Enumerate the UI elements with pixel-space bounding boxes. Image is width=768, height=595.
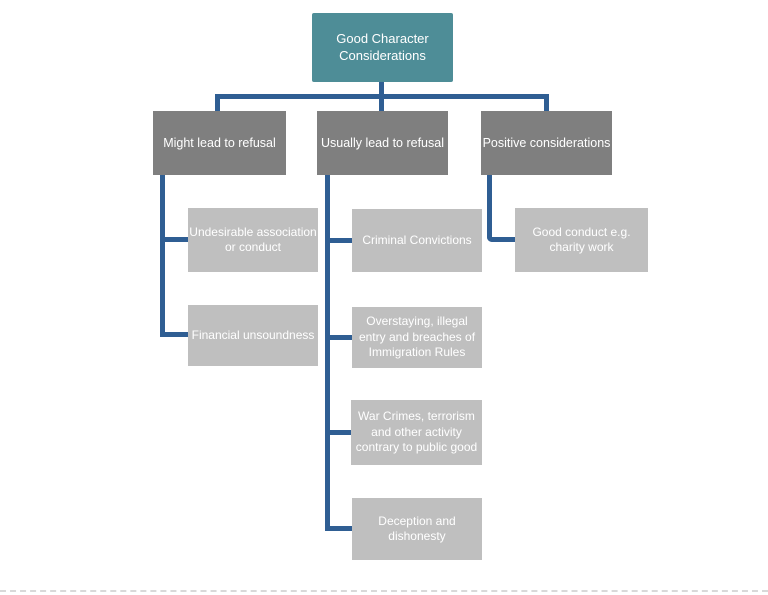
connector-might-stub-1 — [160, 237, 188, 242]
connector-drop-positive — [544, 94, 549, 111]
connector-usually-stub-4 — [325, 526, 352, 531]
node-positive-considerations: Positive considerations — [481, 111, 612, 175]
node-overstaying-illegal-entry: Overstaying, illegal entry and breaches … — [352, 307, 482, 368]
node-deception-dishonesty: Deception and dishonesty — [352, 498, 482, 560]
connector-usually-vertical — [325, 175, 330, 531]
node-good-character-considerations: Good Character Considerations — [312, 13, 453, 82]
connector-might-stub-2 — [160, 332, 188, 337]
node-financial-unsoundness: Financial unsoundness — [188, 305, 318, 366]
connector-usually-stub-3 — [325, 430, 352, 435]
connector-top-horizontal — [215, 94, 549, 99]
page-edge-line — [0, 590, 768, 592]
node-undesirable-association: Undesirable association or conduct — [188, 208, 318, 272]
node-good-conduct-charity: Good conduct e.g. charity work — [515, 208, 648, 272]
connector-drop-might — [215, 94, 220, 111]
connector-might-vertical — [160, 175, 165, 337]
connector-usually-stub-2 — [325, 335, 352, 340]
connector-positive-elbow — [487, 175, 515, 242]
connector-usually-stub-1 — [325, 238, 352, 243]
node-usually-lead-to-refusal: Usually lead to refusal — [317, 111, 448, 175]
node-criminal-convictions: Criminal Convictions — [352, 209, 482, 272]
node-might-lead-to-refusal: Might lead to refusal — [153, 111, 286, 175]
node-war-crimes-terrorism: War Crimes, terrorism and other activity… — [351, 400, 482, 465]
